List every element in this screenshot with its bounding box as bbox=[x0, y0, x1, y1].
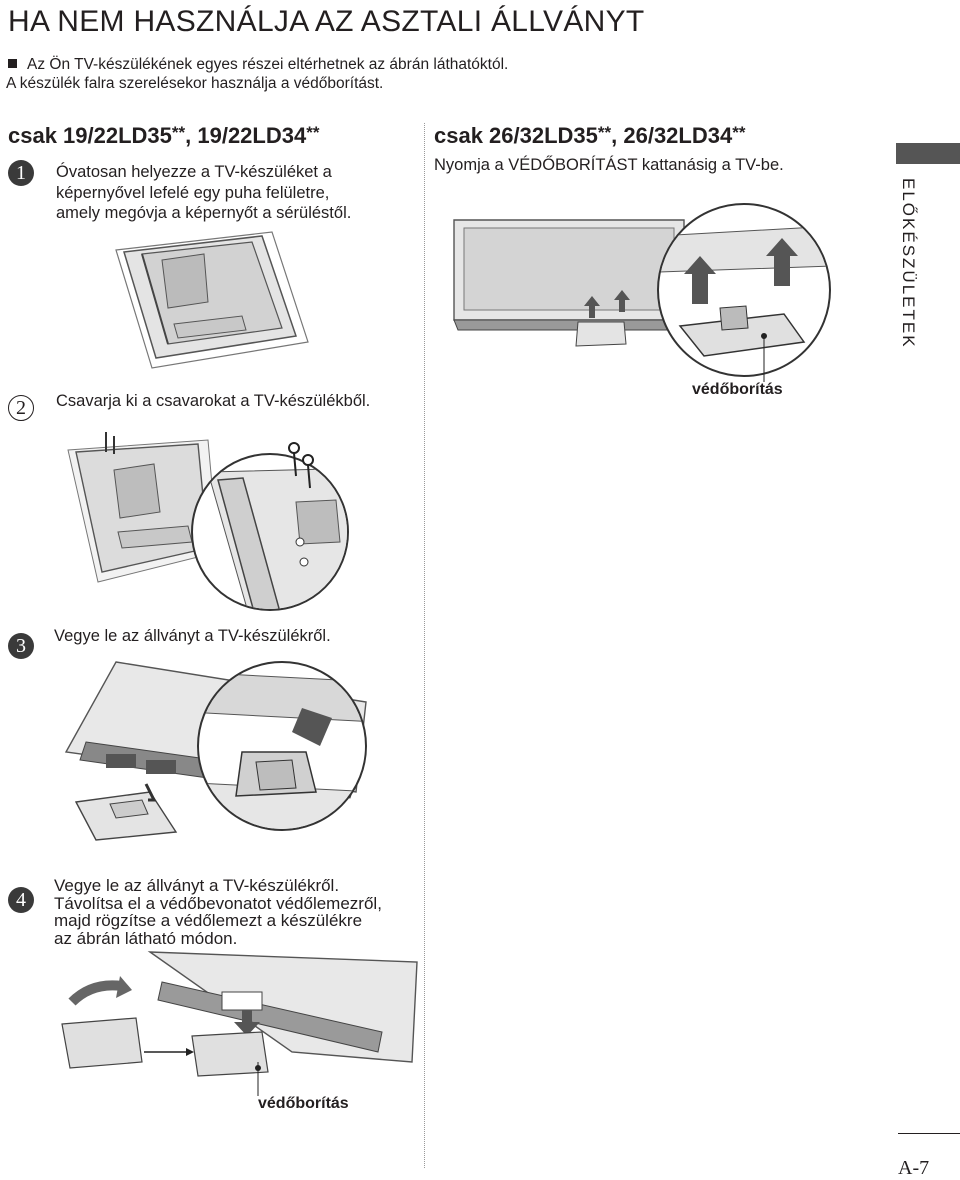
right-heading-model-1: csak 26/32LD35 bbox=[434, 123, 598, 148]
step-3-number: 3 bbox=[8, 633, 34, 659]
step-4-text: Vegye le az állványt a TV-készülékről. T… bbox=[54, 877, 382, 947]
section-tab-label: ELŐKÉSZÜLETEK bbox=[899, 178, 918, 349]
step-3-stand-removal-illustration bbox=[64, 661, 367, 841]
column-divider bbox=[424, 123, 425, 1168]
intro-line-2: A készülék falra szerelésekor használja … bbox=[6, 75, 384, 92]
step-4-line-3: majd rögzítse a védőlemezt a készülékre bbox=[54, 911, 363, 930]
footer-rule bbox=[898, 1133, 960, 1134]
step-2-text: Csavarja ki a csavarokat a TV-készülékbő… bbox=[56, 392, 371, 410]
left-heading-asterisk-2: ** bbox=[306, 123, 320, 142]
left-heading-asterisk-1: ** bbox=[171, 123, 186, 142]
intro-line-1: Az Ön TV-készülékének egyes részei eltér… bbox=[27, 56, 509, 73]
right-heading: csak 26/32LD35**, 26/32LD34** bbox=[434, 123, 745, 149]
left-cover-label: védőborítás bbox=[258, 1095, 349, 1112]
step-1-number: 1 bbox=[8, 160, 34, 186]
right-heading-model-2: , 26/32LD34 bbox=[611, 123, 733, 148]
step-3-text: Vegye le az állványt a TV-készülékről. bbox=[54, 627, 331, 645]
step-1-line-3: amely megóvja a képernyőt a sérüléstől. bbox=[56, 204, 352, 222]
step-4-line-1: Vegye le az állványt a TV-készülékről. bbox=[54, 876, 340, 895]
right-heading-asterisk-2: ** bbox=[732, 123, 746, 142]
step-1-text: Óvatosan helyezze a TV-készüléket a képe… bbox=[56, 162, 351, 224]
page-number: A-7 bbox=[898, 1157, 930, 1179]
step-1-line-2: képernyővel lefelé egy puha felületre, bbox=[56, 183, 330, 202]
right-cover-label: védőborítás bbox=[692, 381, 783, 398]
left-heading-model-1: csak 19/22LD35 bbox=[8, 123, 172, 148]
left-heading-model-2: , 19/22LD34 bbox=[185, 123, 307, 148]
bullet-square-icon bbox=[8, 59, 17, 68]
step-4-attach-cover-illustration bbox=[61, 951, 418, 1096]
left-heading: csak 19/22LD35**, 19/22LD34** bbox=[8, 123, 319, 149]
page-title: HA NEM HASZNÁLJA AZ ASZTALI ÁLLVÁNYT bbox=[8, 5, 645, 38]
step-4-line-2: Távolítsa el a védőbevonatot védőlemezrő… bbox=[54, 893, 382, 913]
right-instruction: Nyomja a VÉDŐBORÍTÁST kattanásig a TV-be… bbox=[434, 156, 784, 174]
step-4-number: 4 bbox=[8, 887, 34, 913]
right-cover-snap-illustration bbox=[453, 203, 831, 382]
intro-note: Az Ön TV-készülékének egyes részei eltér… bbox=[6, 55, 508, 93]
step-2-screw-removal-illustration bbox=[67, 432, 349, 611]
step-1-line-1: Óvatosan helyezze a TV-készüléket a bbox=[56, 163, 332, 181]
section-tab-marker bbox=[896, 143, 960, 164]
right-heading-asterisk-1: ** bbox=[597, 123, 612, 142]
step-2-number: 2 bbox=[8, 395, 34, 421]
step-1-tv-facedown-illustration bbox=[115, 231, 309, 369]
step-4-line-4: az ábrán látható módon. bbox=[54, 928, 238, 948]
